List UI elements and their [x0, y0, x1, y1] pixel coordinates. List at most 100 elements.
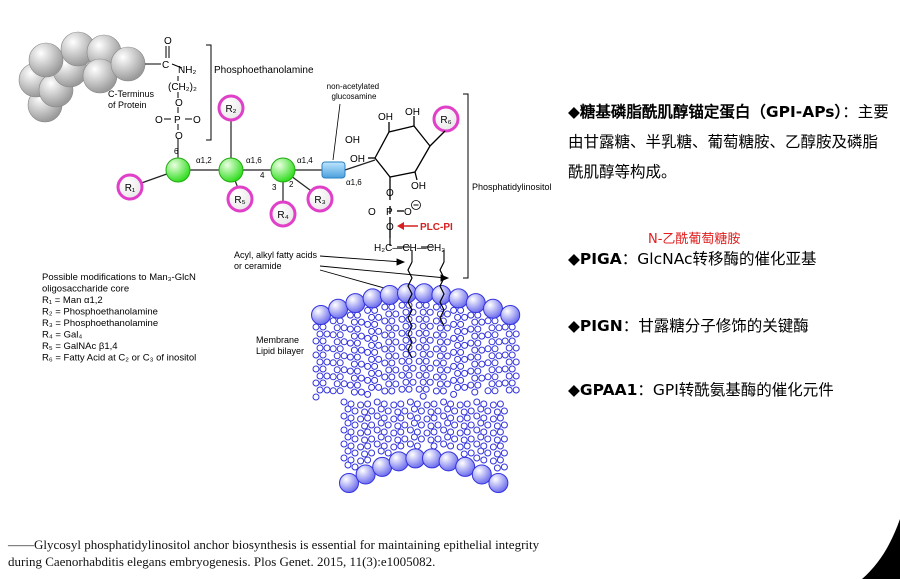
lipid-tail-bead	[344, 419, 352, 427]
lipid-tail-bead	[496, 456, 504, 464]
lipid-tail-bead	[454, 313, 462, 321]
membrane-label: Membrane Lipid bilayer	[256, 335, 304, 356]
plc-pi-arrow	[397, 222, 418, 230]
lipid-head	[388, 451, 409, 472]
r4-label: R₄	[277, 210, 288, 221]
lipid-tail-bead	[439, 345, 447, 353]
lipid-tail-bead	[347, 400, 355, 408]
lipid-tail-bead	[512, 330, 520, 338]
lipid-tail-bead	[381, 303, 389, 311]
lipid-tail-bead	[361, 436, 369, 444]
lipid-tail-bead	[423, 429, 431, 437]
lipid-tail-bead	[473, 440, 481, 448]
lipid-head	[397, 283, 417, 304]
lipid-tail-bead	[436, 324, 444, 332]
lipid-tail-bead	[432, 359, 440, 367]
lipid-tail-bead	[415, 357, 423, 365]
lipid-tail-bead	[413, 442, 421, 450]
lipid-tail-bead	[432, 317, 440, 325]
lipid-tail-bead	[364, 400, 372, 408]
lipid-tail-bead	[474, 381, 482, 389]
citation: ——Glycosyl phosphatidylinositol anchor b…	[8, 537, 540, 569]
lipid-head	[311, 305, 331, 325]
lipid-tail-bead	[371, 376, 379, 384]
lipid-tail-bead	[419, 350, 427, 358]
lipid-tail-bead	[456, 415, 464, 423]
lipid-tail-bead	[353, 367, 361, 375]
nh2-label: NH₂	[178, 65, 196, 76]
lipid-tail-bead	[461, 369, 469, 377]
glucosamine-block	[321, 161, 346, 179]
lipid-tail-bead	[451, 407, 459, 415]
modification-line: R₁ = Man α1,2	[42, 295, 103, 306]
lipid-head	[379, 284, 400, 305]
lipid-head	[339, 473, 359, 493]
lipid-tail-bead	[508, 337, 516, 345]
lipid-tail-bead	[336, 387, 344, 395]
lipid-tail-bead	[478, 374, 486, 382]
lipid-tail-bead	[422, 343, 430, 351]
lipid-tail-bead	[463, 400, 471, 408]
lipid-tail-bead	[340, 454, 348, 462]
lipid-tail-bead	[443, 338, 451, 346]
lipid-tail-bead	[505, 344, 513, 352]
linker-o-right: O	[193, 115, 201, 126]
lipid-tail-bead	[371, 320, 379, 328]
lipid-tail-bead	[375, 383, 383, 391]
lipid-head	[345, 293, 366, 314]
lipid-tail-bead	[454, 369, 462, 377]
lipid-tail-bead	[484, 407, 492, 415]
lipid-tail-bead	[480, 414, 488, 422]
lipid-tail-bead	[350, 360, 358, 368]
lipid-tail-bead	[357, 457, 365, 465]
lipid-tail-bead	[413, 414, 421, 422]
lipid-tail-bead	[419, 364, 427, 372]
lipid-tail-bead	[443, 366, 451, 374]
lipid-tail-bead	[432, 345, 440, 353]
lipid-tail-bead	[405, 357, 413, 365]
lipid-tail-bead	[333, 352, 341, 360]
lipid-tail-bead	[489, 443, 497, 451]
svg-text:3: 3	[272, 183, 277, 192]
oh-4: OH	[350, 154, 365, 165]
lipid-tail-bead	[406, 398, 414, 406]
r5-label: R₅	[234, 195, 245, 206]
lipid-tail-bead	[467, 421, 475, 429]
lipid-tail-bead	[477, 433, 485, 441]
lipid-tail-bead	[364, 376, 372, 384]
plc-pi-label: PLC-PI	[420, 222, 453, 233]
lipid-tail-bead	[316, 330, 324, 338]
lipid-tail-bead	[419, 378, 427, 386]
bullet-gpaa1-body: ：GPI转酰氨基酶的催化元件	[637, 381, 834, 399]
lipid-tail-bead	[500, 449, 508, 457]
lipid-tail-bead	[340, 366, 348, 374]
lipid-tail-bead	[456, 429, 464, 437]
lipid-tail-bead	[312, 393, 320, 401]
lipid-tail-bead	[488, 324, 496, 332]
svg-text:6: 6	[174, 147, 179, 156]
lipid-tail-bead	[471, 388, 479, 396]
lipid-tail-bead	[347, 456, 355, 464]
lipid-tail-bead	[478, 346, 486, 354]
lipid-tail-bead	[491, 345, 499, 353]
lipid-tail-bead	[357, 388, 365, 396]
lipid-tail-bead	[419, 308, 427, 316]
lipid-tail-bead	[368, 341, 376, 349]
lipid-tail-bead	[361, 450, 369, 458]
lipid-tail-bead	[340, 324, 348, 332]
lipid-tail-bead	[491, 387, 499, 395]
bullet-pign-title: ◆PIGN	[568, 317, 623, 335]
lipid-tail-bead	[371, 348, 379, 356]
lipid-tail-bead	[474, 325, 482, 333]
lipid-tail-bead	[501, 379, 509, 387]
lipid-tail-bead	[450, 306, 458, 314]
lipid-tail-bead	[380, 428, 388, 436]
lipid-tail-bead	[406, 412, 414, 420]
lipid-tail-bead	[392, 366, 400, 374]
lipid-tail-bead	[333, 338, 341, 346]
lipid-tail-bead	[491, 331, 499, 339]
lipid-tail-bead	[422, 329, 430, 337]
r1-label: R₁	[125, 183, 136, 194]
pi-o-left: O	[368, 207, 376, 218]
lipid-tail-bead	[450, 376, 458, 384]
